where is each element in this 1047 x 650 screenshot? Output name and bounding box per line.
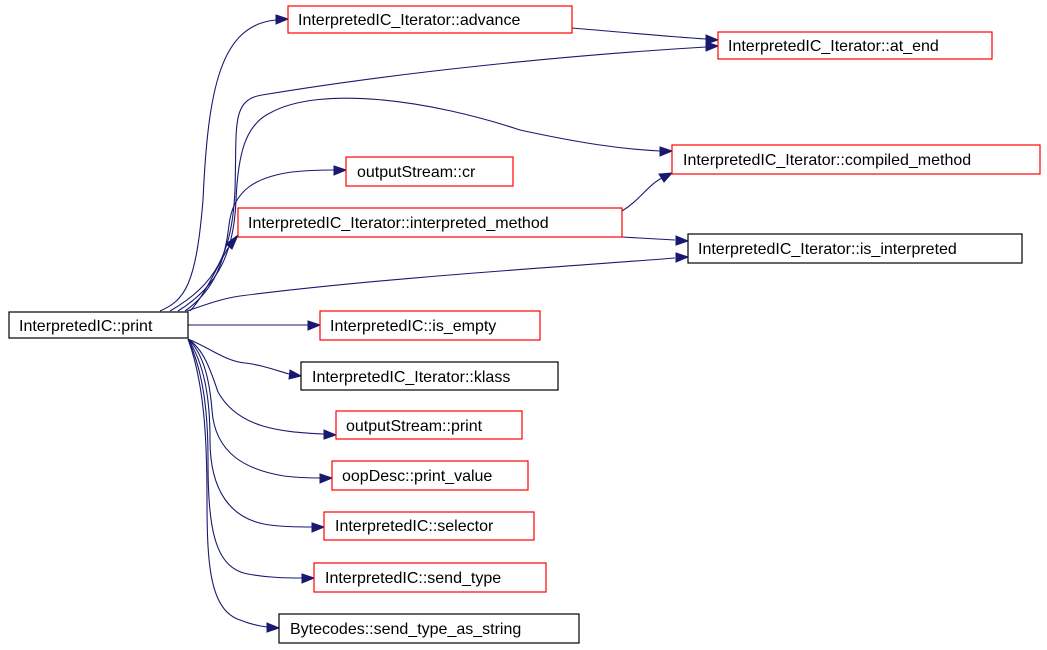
- node-label: oopDesc::print_value: [342, 468, 492, 485]
- arrowhead-at-end-from-advance: [705, 34, 720, 45]
- edges: [159, 19, 707, 628]
- node-iterator-klass: InterpretedIC_Iterator::klass: [300, 361, 559, 391]
- arrowhead-klass: [288, 369, 303, 380]
- arrowhead-outputstream-print: [323, 429, 338, 440]
- arrowhead-is-empty: [307, 320, 322, 331]
- edge-root-to-cr: [184, 169, 335, 312]
- node-label: InterpretedIC::is_empty: [330, 318, 496, 335]
- arrowhead-cr: [333, 165, 348, 176]
- node-label: InterpretedIC_Iterator::interpreted_meth…: [248, 215, 549, 232]
- edge-root-to-print-value: [187, 338, 321, 479]
- node-oopdesc-print-value[interactable]: oopDesc::print_value: [331, 460, 529, 491]
- arrowheads: [225, 14, 720, 633]
- node-label: InterpretedIC::send_type: [325, 570, 501, 587]
- node-outputstream-print[interactable]: outputStream::print: [335, 410, 523, 440]
- arrowhead-send-type: [301, 573, 316, 584]
- arrowhead-compiled-method-from-root: [659, 146, 674, 157]
- edge-root-to-compiled-method: [177, 97, 661, 312]
- arrowhead-is-interpreted-from-interpreted: [675, 235, 690, 246]
- node-bytecodes-send-type-as-string: Bytecodes::send_type_as_string: [278, 613, 580, 644]
- edge-root-to-outputstream-print: [187, 338, 325, 435]
- node-iterator-interpreted-method[interactable]: InterpretedIC_Iterator::interpreted_meth…: [237, 207, 623, 238]
- node-iterator-compiled-method[interactable]: InterpretedIC_Iterator::compiled_method: [671, 144, 1041, 175]
- node-label: InterpretedIC_Iterator::klass: [312, 369, 510, 386]
- arrowhead-interpreted-method: [225, 233, 240, 250]
- node-outputstream-cr[interactable]: outputStream::cr: [345, 156, 514, 187]
- edge-root-to-advance: [159, 19, 277, 312]
- arrowhead-at-end-from-root: [705, 41, 720, 52]
- node-iterator-at-end[interactable]: InterpretedIC_Iterator::at_end: [717, 31, 993, 60]
- arrowhead-print-value: [319, 473, 334, 484]
- node-label: InterpretedIC_Iterator::is_interpreted: [698, 241, 957, 258]
- node-label: InterpretedIC_Iterator::advance: [298, 12, 520, 29]
- edge-root-to-send-type: [187, 338, 303, 579]
- arrowhead-compiled-method-from-interpreted: [658, 172, 674, 183]
- node-label: outputStream::cr: [357, 164, 476, 181]
- node-label: InterpretedIC::selector: [335, 518, 494, 535]
- edge-interpreted-method-to-compiled-method: [621, 177, 663, 212]
- arrowhead-selector: [311, 522, 326, 533]
- node-label: InterpretedIC::print: [19, 318, 153, 335]
- arrowhead-is-interpreted-from-root: [675, 252, 690, 263]
- edge-root-to-interpreted-method: [189, 247, 229, 312]
- edge-root-to-klass: [187, 338, 290, 375]
- edge-root-to-is-interpreted: [186, 257, 676, 312]
- edge-advance-to-at-end: [571, 27, 707, 40]
- node-iterator-advance[interactable]: InterpretedIC_Iterator::advance: [287, 5, 573, 34]
- node-label: InterpretedIC_Iterator::compiled_method: [683, 152, 971, 169]
- node-iterator-is-interpreted: InterpretedIC_Iterator::is_interpreted: [687, 233, 1023, 264]
- arrowhead-advance: [275, 14, 290, 25]
- edge-root-to-selector: [187, 338, 313, 528]
- edge-interpreted-method-to-is-interpreted: [621, 236, 676, 241]
- nodes: InterpretedIC::print InterpretedIC_Itera…: [8, 5, 1041, 644]
- node-label: Bytecodes::send_type_as_string: [290, 621, 521, 638]
- node-label: InterpretedIC_Iterator::at_end: [728, 38, 939, 55]
- node-interpretedic-print: InterpretedIC::print: [8, 311, 189, 339]
- node-label: outputStream::print: [346, 418, 483, 435]
- node-interpretedic-is-empty[interactable]: InterpretedIC::is_empty: [319, 310, 541, 341]
- edge-root-to-send-type-as-string: [187, 338, 268, 628]
- arrowhead-send-type-as-string: [266, 622, 281, 633]
- node-interpretedic-selector[interactable]: InterpretedIC::selector: [323, 511, 535, 541]
- node-interpretedic-send-type[interactable]: InterpretedIC::send_type: [313, 562, 547, 593]
